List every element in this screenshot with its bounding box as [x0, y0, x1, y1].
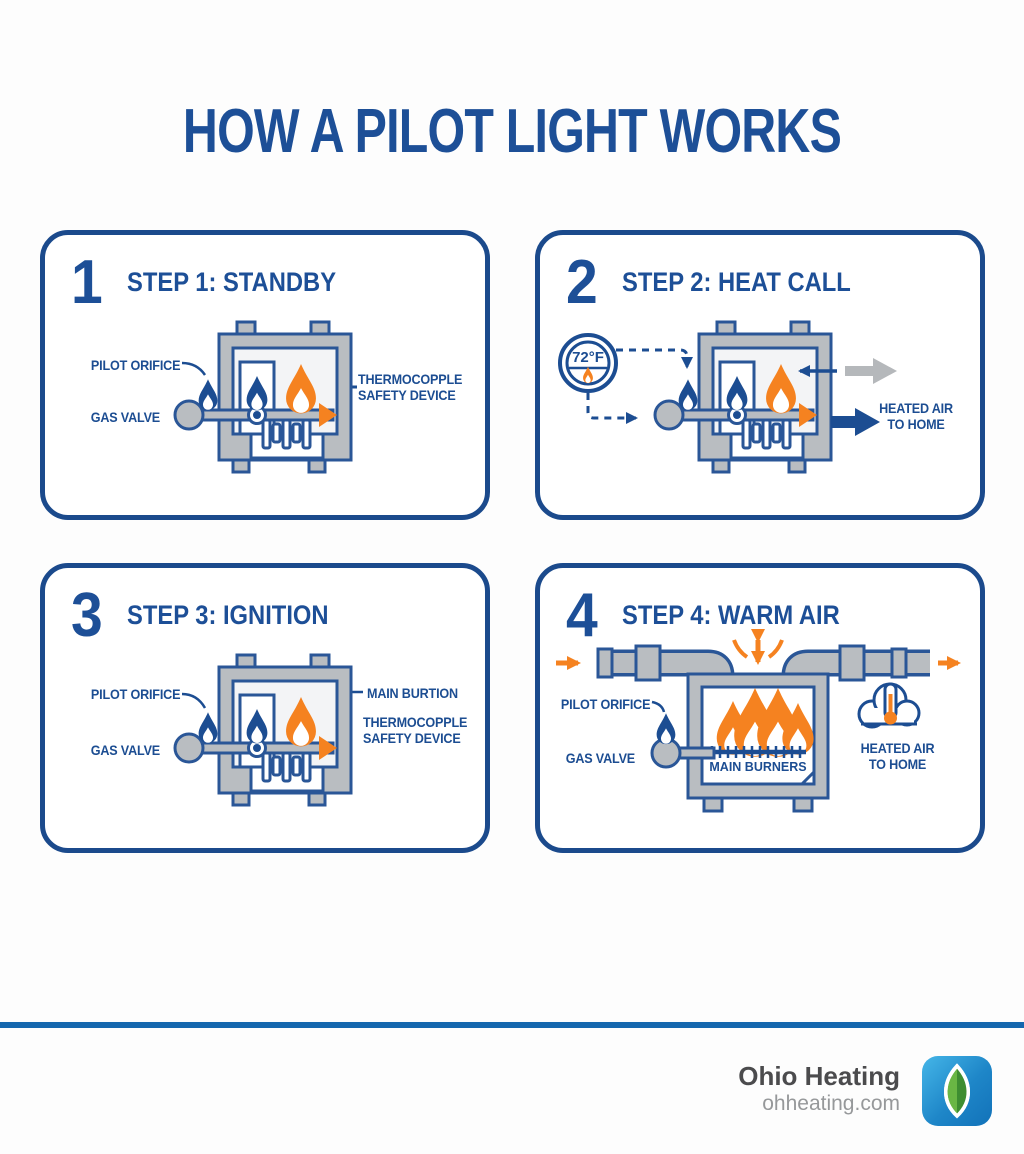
- pilot-orifice-connector: [651, 700, 666, 713]
- step-1-furnace-diagram: [45, 295, 357, 517]
- heated-air-arrow: [831, 408, 880, 436]
- step-1-heading: STEP 1: STANDBY: [127, 267, 337, 297]
- heated-air-label: HEATED AIR TO HOME: [860, 740, 935, 773]
- leaf-icon: [944, 1063, 970, 1119]
- step-1-number: 1: [71, 248, 103, 317]
- ohio-heating-logo: [922, 1056, 992, 1126]
- furnace-icon: [175, 322, 351, 472]
- thermocouple-label: THERMOCOPPLE SAFETY DEVICE: [363, 714, 468, 747]
- furnace-icon: [688, 674, 828, 811]
- cloud-thermometer-icon: [857, 682, 921, 729]
- step-2-number: 2: [566, 248, 598, 317]
- main-burner-label: MAIN BURTION: [367, 685, 458, 701]
- thermostat-signal-dash-bottom: [586, 393, 638, 424]
- cool-air-arrow: [845, 358, 897, 384]
- furnace-icon: [655, 322, 831, 472]
- air-swirl-right: [767, 639, 784, 659]
- gas-valve-label: GAS VALVE: [90, 742, 161, 758]
- brand-website: ohheating.com: [762, 1091, 900, 1115]
- gas-valve-label: GAS VALVE: [90, 409, 161, 425]
- pilot-orifice-label: PILOT ORIFICE: [90, 686, 181, 702]
- gas-valve-label: GAS VALVE: [565, 750, 636, 766]
- air-swirl-left: [732, 639, 749, 659]
- brand-name: Ohio Heating: [738, 1061, 900, 1091]
- step-4-furnace-diagram: MAIN BURNERS: [556, 629, 961, 850]
- pilot-flame-icon: [656, 713, 676, 745]
- step-3-number: 3: [71, 581, 103, 650]
- pilot-orifice-label: PILOT ORIFICE: [560, 696, 651, 712]
- step-3-heading: STEP 3: IGNITION: [127, 600, 329, 630]
- heated-air-label: HEATED AIR TO HOME: [879, 400, 953, 433]
- step-2-panel: 2 STEP 2: HEAT CALL 72°F HEATED AIR TO H…: [535, 230, 985, 520]
- pilot-orifice-connector: [181, 692, 207, 709]
- pilot-orifice-label: PILOT ORIFICE: [90, 357, 181, 373]
- thermostat-icon: 72°F: [558, 333, 618, 393]
- step-1-panel: 1 STEP 1: STANDBY PILOT ORIFICE GAS VALV…: [40, 230, 490, 520]
- step-3-panel: 3 STEP 3: IGNITION PILOT ORIFICE GAS VAL…: [40, 563, 490, 853]
- step-2-furnace-diagram: 72°F: [558, 295, 897, 517]
- page-title: HOW A PILOT LIGHT WORKS: [182, 97, 842, 166]
- main-burners-label: MAIN BURNERS: [709, 760, 806, 774]
- step-4-heading: STEP 4: WARM AIR: [622, 600, 840, 630]
- furnace-icon: [175, 655, 351, 805]
- step-4-number: 4: [566, 581, 598, 650]
- thermocouple-label: THERMOCOPPLE SAFETY DEVICE: [358, 371, 463, 404]
- footer-divider: [0, 1022, 1024, 1028]
- footer-branding: Ohio Heating ohheating.com: [738, 1062, 900, 1116]
- step-3-furnace-diagram: [45, 628, 363, 850]
- step-4-panel: 4 STEP 4: WARM AIR MAIN BURNERS: [535, 563, 985, 853]
- thermostat-signal-dash-top: [616, 348, 693, 369]
- thermostat-reading: 72°F: [572, 349, 604, 366]
- pilot-orifice-connector: [181, 361, 207, 376]
- step-2-heading: STEP 2: HEAT CALL: [622, 267, 851, 297]
